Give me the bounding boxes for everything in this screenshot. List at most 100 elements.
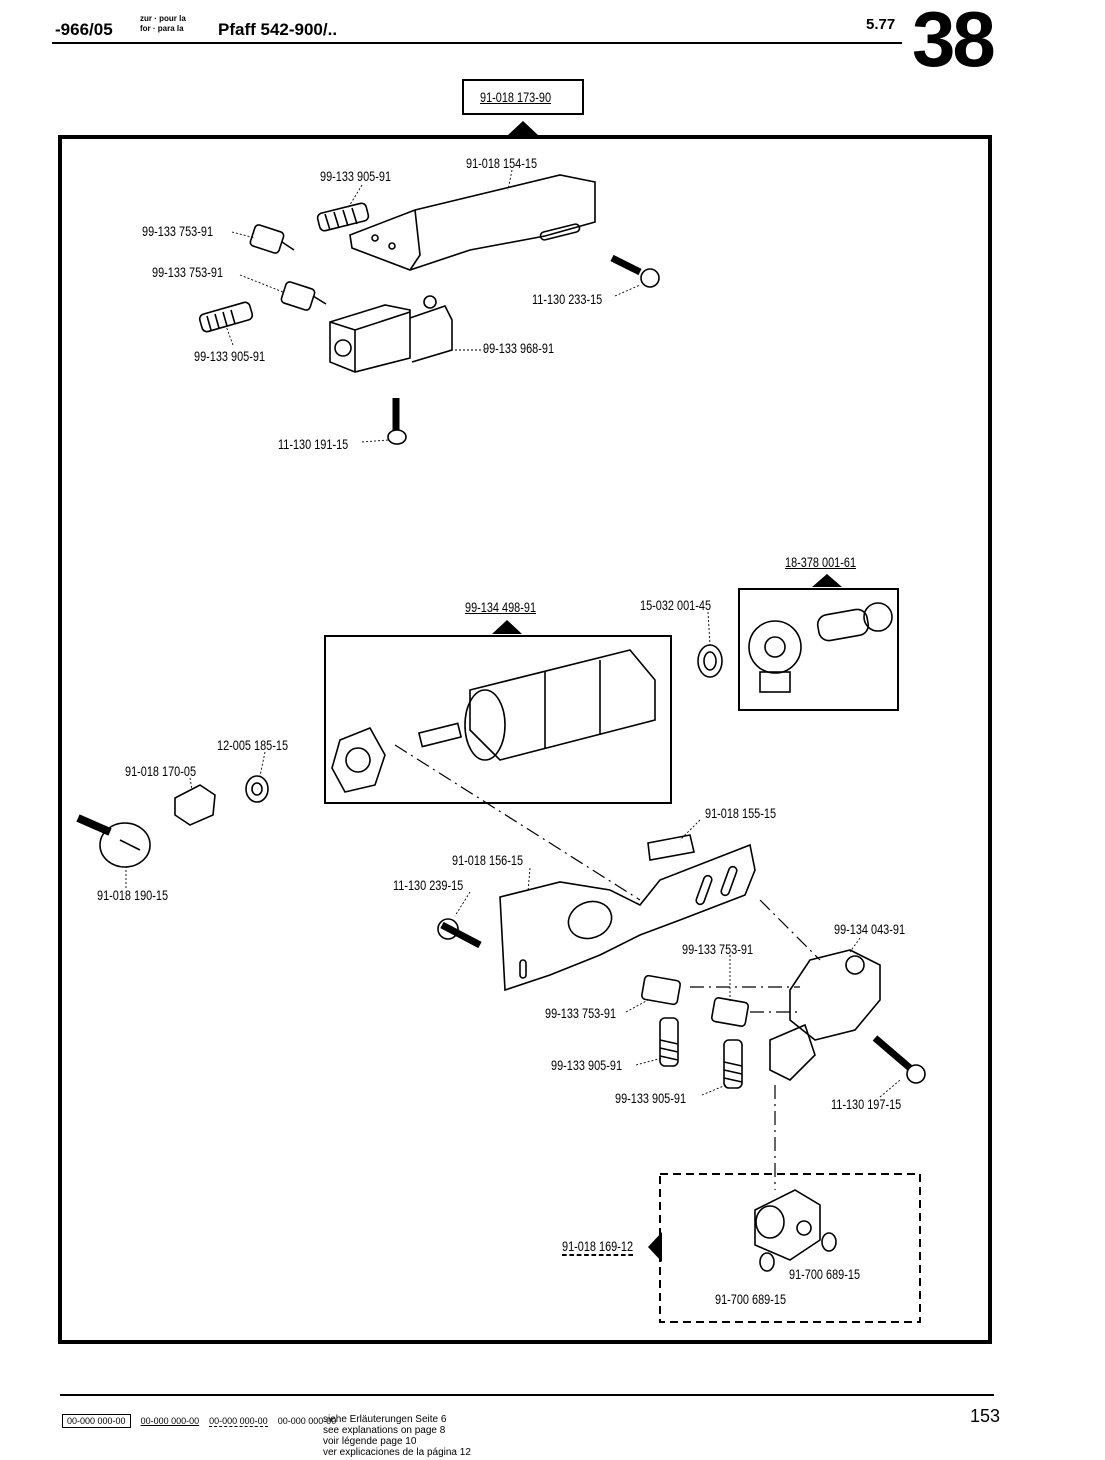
part-label: 91-018 155-15 [705, 805, 777, 821]
cylinder-rod [417, 722, 463, 748]
page-group-number: 38 [912, 0, 996, 83]
block-group-pointer [648, 1232, 662, 1262]
lower-fitting-905-a-knurl [659, 1039, 679, 1061]
leader-line [239, 274, 284, 293]
connection-line [394, 744, 641, 901]
leader-line [231, 231, 256, 239]
footer-note: voir légende page 10 [323, 1436, 417, 1447]
upper-valve-roller [423, 295, 437, 309]
lower-elbow-753-b [711, 997, 749, 1027]
block-group-parts [754, 1189, 837, 1272]
leader-line [614, 284, 641, 297]
part-label: 12-005 185-15 [217, 737, 289, 753]
footer-code: 00-000 000-00 [277, 1416, 337, 1426]
lower-bracket-slot [720, 865, 738, 897]
leader-line [701, 1084, 727, 1096]
leader-lines [125, 169, 901, 1098]
upper-elbow-753-a [249, 224, 285, 254]
cylinder-group-number: 99-134 498-91 [465, 599, 537, 615]
part-label: 99-133 905-91 [615, 1090, 687, 1106]
part-label: 11-130 239-15 [393, 877, 464, 893]
upper-fitting-905-b-knurl [206, 309, 236, 331]
banjo-body [748, 620, 802, 674]
nut-185-15 [245, 775, 269, 803]
footer-codes: 00-000 000-00 00-000 000-00 00-000 000-0… [62, 1414, 336, 1428]
screw-197-shank [872, 1035, 913, 1071]
screw-233-head [640, 268, 660, 288]
upper-valve-block-edges [329, 311, 411, 372]
block-group-number: 91-018 169-12 [562, 1238, 634, 1256]
part-label: 91-018 170-05 [125, 763, 197, 779]
screw-191-head [387, 429, 407, 445]
part-label: 99-133 968-91 [483, 340, 555, 356]
cylinder-nut [331, 726, 386, 793]
lower-valve-lever [769, 1023, 816, 1081]
nut-185-15-bore [251, 782, 263, 796]
banjo-bore [764, 636, 786, 658]
leader-line [625, 999, 649, 1013]
main-assembly-box: 91-018 173-90 [462, 79, 584, 115]
screw-239-shank [440, 921, 482, 949]
collar-190-15 [99, 822, 151, 868]
upper-valve-lever [409, 305, 453, 363]
left-parts [76, 644, 723, 868]
footer-code: 00-000 000-00 [140, 1416, 200, 1426]
upper-assembly [198, 174, 660, 445]
part-label: 99-133 905-91 [551, 1057, 623, 1073]
part-label: 99-133 753-91 [545, 1005, 617, 1021]
connection-line [759, 899, 821, 961]
collar-screw [76, 814, 112, 836]
upper-fitting-905-b [198, 301, 254, 333]
upper-bracket-slot [539, 223, 581, 241]
machine-title: Pfaff 542-900/.. [218, 20, 338, 39]
footer-note: see explanations on page 8 [323, 1425, 446, 1436]
upper-bracket-hole [371, 234, 379, 242]
fitting-group-number: 18-378 001-61 [785, 554, 857, 570]
part-label: 91-018 154-15 [466, 155, 538, 171]
cylinder-end [464, 689, 506, 761]
distribution-block [754, 1189, 821, 1261]
lower-bracket [499, 843, 756, 992]
upper-bracket-hole [388, 242, 396, 250]
language-prefix-line1: zur · pour la [140, 14, 186, 23]
plate-155-15 [647, 834, 695, 861]
upper-fitting-905 [316, 202, 370, 232]
part-label: 99-133 753-91 [682, 941, 754, 957]
set-screw-689-a [759, 1252, 775, 1272]
footer-note: ver explicaciones de la página 12 [323, 1447, 471, 1458]
part-label: 99-133 905-91 [320, 168, 392, 184]
cylinder-nut-bore [345, 747, 371, 773]
leader-line [879, 1079, 901, 1098]
upper-fitting-905-knurl [324, 207, 358, 231]
cylinder-body [469, 649, 656, 761]
lower-fitting-905-b [723, 1039, 743, 1089]
banjo-bolt-head [863, 602, 893, 632]
upper-elbow-753-b [280, 281, 316, 311]
leader-line [849, 937, 861, 953]
distribution-block-port [796, 1220, 812, 1236]
upper-elbow-753-b-stem [312, 295, 327, 305]
leader-line [259, 751, 266, 777]
lower-elbow-753-a [641, 974, 681, 1006]
part-label: 91-700 689-15 [789, 1266, 861, 1282]
fitting-group-box [738, 588, 899, 711]
cylinder [331, 649, 656, 793]
upper-valve-block [329, 304, 411, 373]
fitting-group-pointer [812, 574, 842, 587]
cylinder-rings [544, 660, 601, 748]
cylinder-group-box [324, 635, 672, 804]
upper-bracket-fold [409, 209, 421, 271]
leader-line [635, 1057, 663, 1066]
cylinder-group-pointer [492, 620, 522, 634]
washer-001-45 [697, 644, 723, 678]
cap-170-05 [174, 784, 216, 826]
lower-fitting-905-b-knurl [723, 1061, 743, 1083]
banjo-thread [759, 671, 791, 693]
footer-rule [60, 1394, 994, 1396]
connection-lines [394, 744, 821, 1190]
leader-line [454, 891, 471, 917]
lower-valve-block [789, 949, 881, 1041]
upper-bracket [349, 174, 596, 271]
leader-line [361, 439, 389, 443]
